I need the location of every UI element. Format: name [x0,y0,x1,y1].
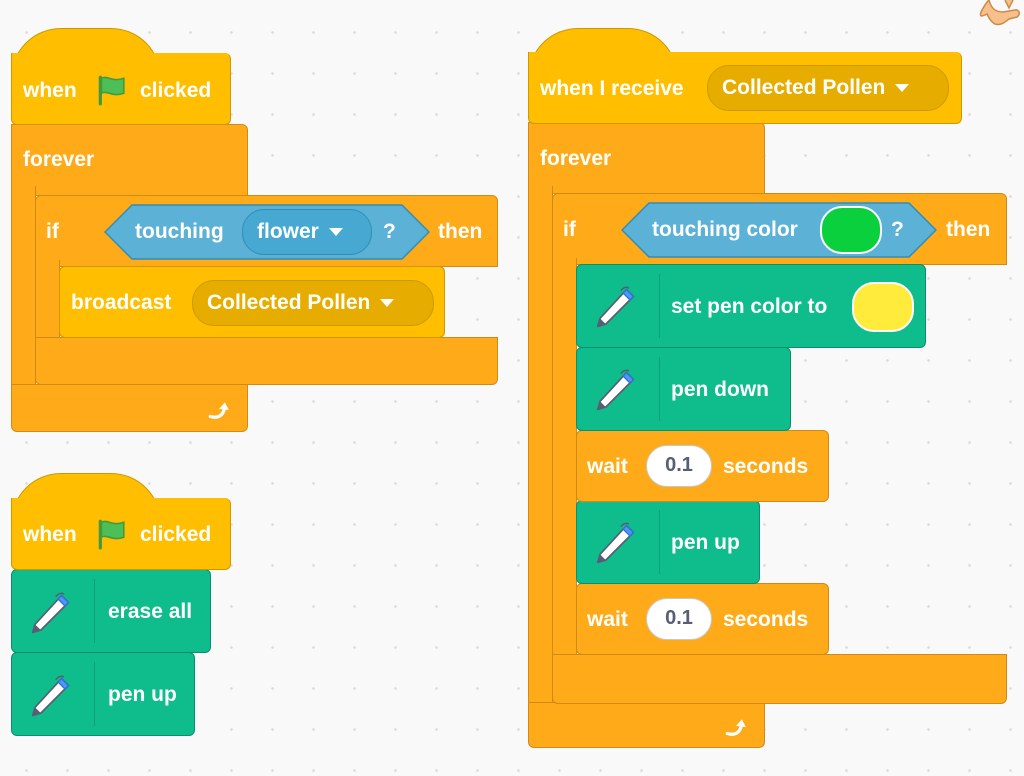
pen-down-label: pen down [671,378,769,401]
wait-label: wait [587,455,628,478]
pen-icon [27,591,73,637]
forever-block-bottom [528,702,765,748]
seconds-label: seconds [723,608,809,631]
broadcast-message-dropdown[interactable]: Collected Pollen [192,280,434,326]
block-divider [659,357,660,421]
erase-all-block[interactable] [11,569,211,653]
if-label: if [46,220,59,243]
pen-icon [27,674,73,720]
pen-up-block[interactable] [576,500,760,584]
forever-label: forever [540,147,612,170]
if-block-arm [35,260,60,340]
pen-icon [592,285,638,331]
touching-label: touching [135,220,224,243]
pen-up-label: pen up [671,531,740,554]
wait-seconds-input[interactable]: 0.1 [646,598,712,640]
erase-all-label: erase all [108,600,193,623]
chevron-down-icon [895,84,910,93]
forever-block-arm [528,186,553,706]
sprite-cat-icon [979,0,1020,26]
seconds-label: seconds [723,455,809,478]
pen-icon [592,368,638,414]
wait-seconds-input[interactable]: 0.1 [646,445,712,487]
touching-object-value: flower [257,220,319,243]
if-block-arm [552,258,577,658]
green-flag-icon [95,518,127,550]
question-mark: ? [383,220,396,243]
hat-when-label: when [23,523,77,546]
touching-color-swatch[interactable] [820,206,882,254]
hat-when-label: when [23,79,77,102]
touching-color-label: touching color [652,218,798,241]
set-pen-color-label: set pen color to [671,295,828,318]
when-i-receive-label: when I receive [540,77,684,100]
then-label: then [438,220,483,243]
if-block-bottom [552,654,1007,704]
chevron-down-icon [328,228,343,237]
wait-label: wait [587,608,628,631]
if-block-bottom [35,337,498,385]
receive-message-value: Collected Pollen [722,76,886,99]
loop-arrow-icon [206,397,232,423]
block-divider [94,662,95,726]
hat-clicked-label: clicked [140,79,212,102]
chevron-down-icon [380,299,395,308]
block-divider [659,510,660,574]
block-divider [659,274,660,338]
loop-arrow-icon [723,714,749,740]
pen-color-swatch[interactable] [852,282,914,332]
broadcast-label: broadcast [71,291,172,314]
green-flag-icon [95,74,127,106]
question-mark: ? [891,218,904,241]
pen-icon [592,521,638,567]
if-label: if [563,218,576,241]
then-label: then [946,218,991,241]
broadcast-message-value: Collected Pollen [207,291,371,314]
touching-object-dropdown[interactable]: flower [242,209,372,255]
forever-label: forever [23,148,95,171]
pen-up-label: pen up [108,683,177,706]
hat-clicked-label: clicked [140,523,212,546]
forever-block-arm [11,186,36,386]
wait-block[interactable] [576,583,829,655]
receive-message-dropdown[interactable]: Collected Pollen [707,65,949,111]
block-divider [94,579,95,643]
